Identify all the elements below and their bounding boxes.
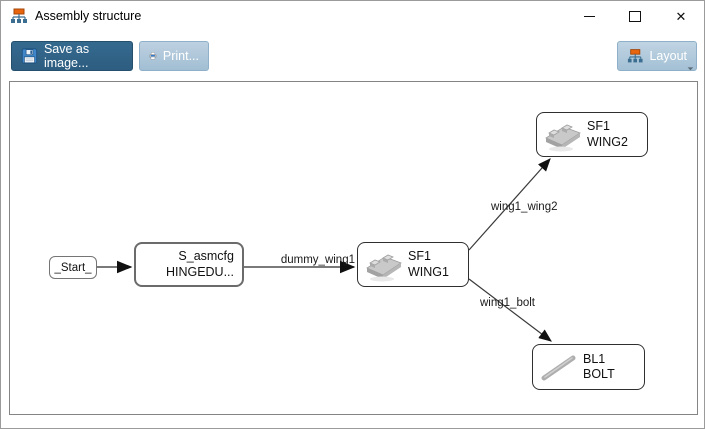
minimize-icon xyxy=(583,15,595,17)
save-as-image-button[interactable]: Save as image... xyxy=(11,41,133,71)
minimize-button[interactable] xyxy=(566,1,612,31)
node-sf1-wing2-subtitle: WING2 xyxy=(587,134,628,149)
node-start-label: _Start_ xyxy=(54,261,92,274)
maximize-icon xyxy=(629,10,641,22)
close-button[interactable]: ✕ xyxy=(658,1,704,31)
maximize-button[interactable] xyxy=(612,1,658,31)
layout-label: Layout xyxy=(649,49,687,63)
node-sf1-wing1[interactable]: SF1 WING1 xyxy=(357,242,469,287)
node-s-asmcfg-subtitle: HINGEDU... xyxy=(165,264,234,279)
node-bl1-bolt-title: BL1 xyxy=(583,351,606,366)
bolt-part-icon xyxy=(541,355,576,381)
edge-label-wing1-wing2: wing1_wing2 xyxy=(490,201,558,213)
edge-label-dummy-wing1: dummy_wing1 xyxy=(281,254,355,266)
window-title: Assembly structure xyxy=(35,9,142,23)
save-as-image-label: Save as image... xyxy=(43,42,90,70)
node-bl1-bolt-subtitle: BOLT xyxy=(583,367,615,381)
edge-wing1-to-wing2 xyxy=(468,158,551,251)
wing-part-icon xyxy=(366,254,402,281)
toolbar: Save as image... Print... Layout xyxy=(1,31,704,79)
assembly-tree-icon xyxy=(11,8,27,23)
diagram-canvas: dummy_wing1 wing1_wing2 wing1_bolt _Star… xyxy=(9,81,698,415)
node-s-asmcfg[interactable]: S_asmcfg HINGEDU... xyxy=(134,242,244,287)
printer-icon xyxy=(149,52,157,60)
wing-part-icon xyxy=(545,124,581,151)
node-s-asmcfg-title: S_asmcfg xyxy=(178,249,234,263)
close-icon: ✕ xyxy=(675,8,687,24)
floppy-disk-icon xyxy=(21,48,38,64)
titlebar[interactable]: Assembly structure ✕ xyxy=(1,1,704,31)
edge-label-wing1-bolt: wing1_bolt xyxy=(479,297,536,309)
layout-button[interactable]: Layout xyxy=(617,41,697,71)
layout-dropdown-arrow-icon xyxy=(684,61,694,71)
node-sf1-wing1-title: SF1 xyxy=(408,249,431,263)
edge-wing1-to-bolt xyxy=(468,278,552,342)
node-sf1-wing1-subtitle: WING1 xyxy=(408,264,449,279)
print-button[interactable]: Print... xyxy=(139,41,209,71)
edges-layer: dummy_wing1 wing1_wing2 wing1_bolt xyxy=(97,158,558,342)
layout-tree-icon xyxy=(627,49,643,63)
node-bl1-bolt[interactable]: BL1 BOLT xyxy=(532,344,645,390)
node-sf1-wing2-title: SF1 xyxy=(587,119,610,133)
node-sf1-wing2[interactable]: SF1 WING2 xyxy=(536,112,648,157)
node-start[interactable]: _Start_ xyxy=(49,256,97,279)
print-label: Print... xyxy=(162,49,199,63)
